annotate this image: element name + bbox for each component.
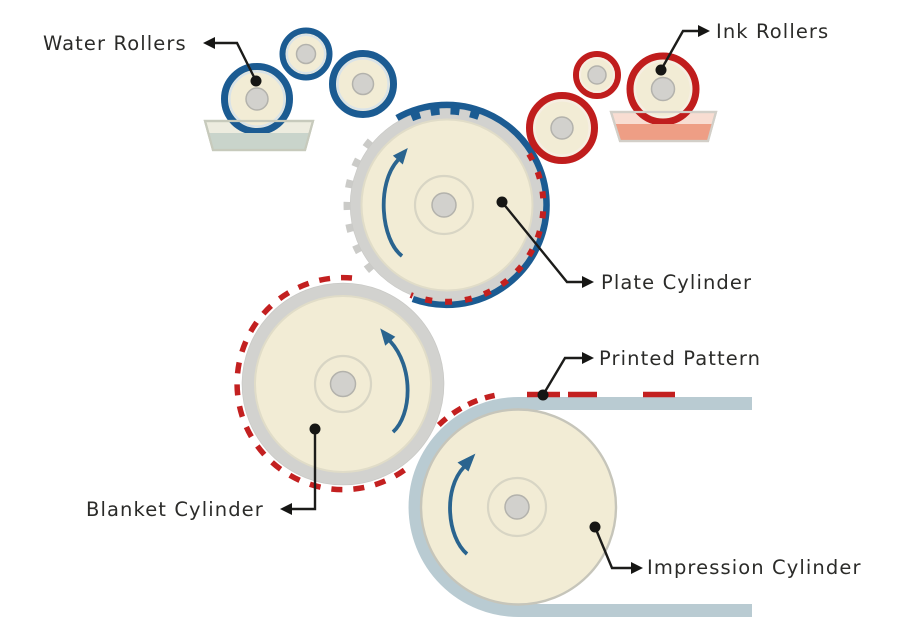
impression-cylinder-label: Impression Cylinder: [647, 556, 862, 579]
impression-hub-ring: [486, 476, 548, 538]
impression-callout-dot: [589, 521, 601, 533]
ink-callout-dot: [655, 64, 667, 76]
water-callout-dot: [250, 75, 262, 87]
ink-arrowhead-icon: [698, 25, 710, 37]
plate-hub: [431, 192, 457, 218]
plate-cylinder: [343, 101, 550, 309]
blanket-hub: [329, 370, 357, 398]
water-arrowhead-icon: [203, 37, 215, 49]
plate-arrowhead-icon: [582, 276, 594, 288]
paper-web: [408, 397, 752, 617]
water-roller-3: [329, 50, 397, 118]
plate-hub-ring: [413, 174, 475, 236]
ink-roller-2: [573, 51, 621, 99]
water-fill: [208, 133, 310, 150]
plate-blue-teeth: [409, 105, 482, 122]
water-rollers-label: Water Rollers: [43, 32, 187, 55]
plate-cylinder-label: Plate Cylinder: [601, 271, 753, 294]
blanket-callout-dot: [309, 423, 321, 435]
ink-roller-3: [626, 52, 700, 126]
plate-gear-teeth: [343, 138, 381, 279]
printed-callout-dot: [537, 389, 549, 401]
water-unit: [203, 27, 397, 152]
printed-pattern-label: Printed Pattern: [599, 347, 762, 370]
ink-rollers-callout: [659, 29, 700, 71]
water-rollers-callout: [213, 41, 258, 82]
plate-rotation-arrow-icon: [381, 148, 408, 258]
blanket-rotation-arrow-icon: [380, 328, 410, 434]
ink-unit: [526, 51, 718, 164]
printed-pattern-callout: [541, 356, 584, 396]
impression-arrowhead-icon: [631, 562, 643, 574]
printed-pattern-dashes: [436, 391, 676, 427]
printed-arrowhead-icon: [582, 352, 594, 364]
ink-rollers-label: Ink Rollers: [716, 20, 830, 43]
plate-blue-band: [395, 101, 550, 309]
water-roller-2: [279, 27, 333, 81]
ink-fill: [614, 124, 713, 141]
blanket-cylinder: [234, 274, 445, 493]
blanket-pattern-dashes: [234, 274, 413, 493]
plate-callout-dot: [496, 196, 508, 208]
plate-cylinder-callout: [501, 201, 584, 284]
impression-rotation-arrow-icon: [448, 453, 476, 556]
blanket-cylinder-label: Blanket Cylinder: [86, 498, 264, 521]
impression-hub: [504, 494, 530, 520]
impression-cylinder: [419, 408, 618, 606]
ink-roller-1: [526, 92, 598, 164]
blanket-hub-ring: [313, 354, 373, 414]
impression-cylinder-callout: [593, 526, 633, 570]
blanket-arrowhead-icon: [280, 503, 292, 515]
blanket-cylinder-callout: [290, 429, 317, 511]
plate-ink-dashes: [409, 152, 547, 305]
water-roller-1: [221, 63, 293, 135]
